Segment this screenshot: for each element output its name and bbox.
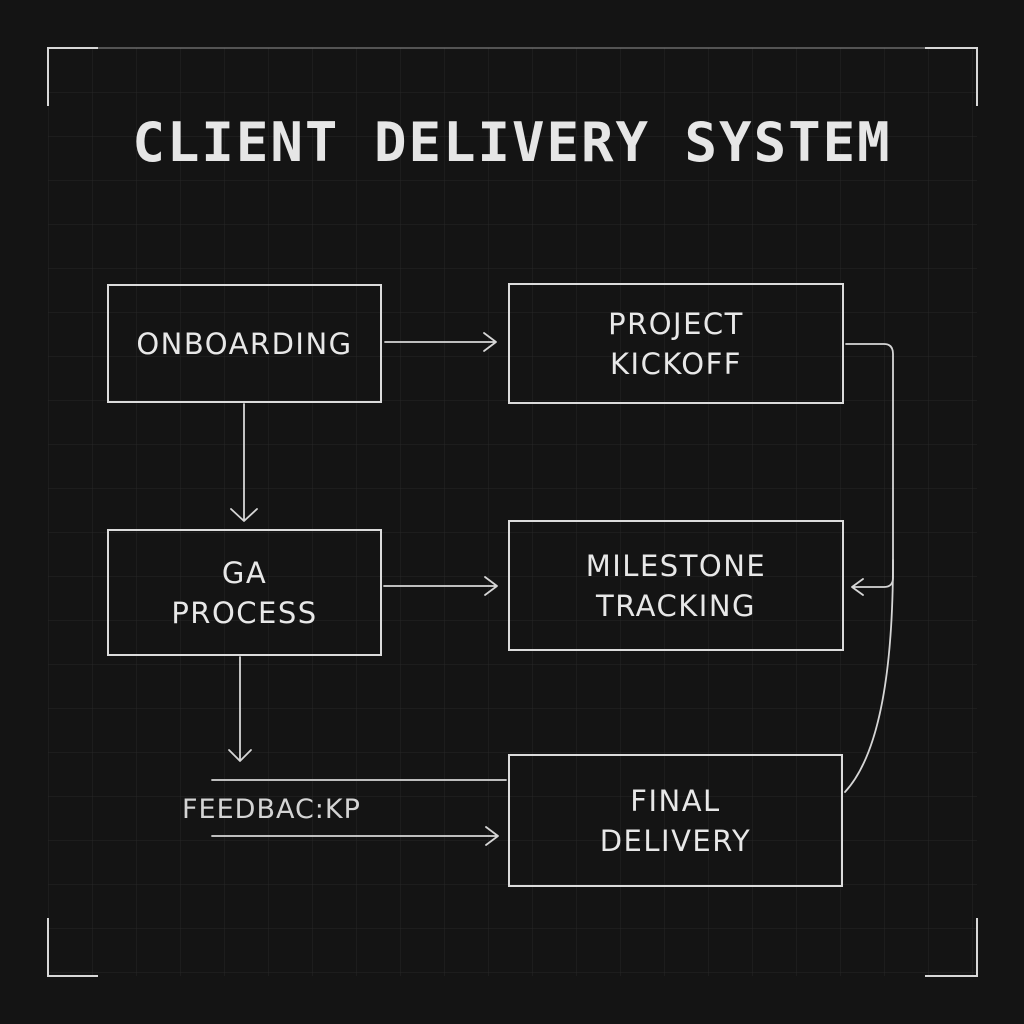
- node-milestone-label-line1: MILESTONE: [585, 548, 767, 583]
- node-milestone-label-line2: TRACKING: [595, 588, 756, 623]
- arrow-onboarding-to-qa: [230, 403, 258, 522]
- node-onboarding-label: ONBOARDING: [136, 326, 353, 361]
- corner-bottom-left: [47, 918, 98, 977]
- corner-top-left: [47, 47, 98, 106]
- node-onboarding: ONBOARDING: [107, 284, 382, 403]
- node-kickoff-label-line1: PROJECT: [608, 306, 744, 341]
- node-qa-label-line2: PROCESS: [171, 595, 318, 630]
- arrow-kickoff-to-milestone: [845, 343, 894, 596]
- node-final-delivery: FINAL DELIVERY: [508, 754, 843, 887]
- feedback-label: FEEDBAC:KP: [182, 794, 361, 825]
- grid-area: [48, 48, 977, 976]
- node-final-label-line1: FINAL: [630, 783, 721, 818]
- arrow-qa-to-feedback: [228, 656, 252, 762]
- arrow-qa-to-milestone: [383, 576, 498, 596]
- arrow-onboarding-to-kickoff: [384, 332, 497, 352]
- curve-final-to-loop: [844, 559, 894, 793]
- node-project-kickoff: PROJECT KICKOFF: [508, 283, 844, 404]
- node-kickoff-label-line2: KICKOFF: [610, 346, 742, 381]
- diagram-title: CLIENT DELIVERY SYSTEM: [132, 111, 892, 174]
- corner-top-right: [925, 47, 978, 106]
- corner-bottom-right: [925, 918, 978, 977]
- arrow-feedback-to-final: [211, 826, 499, 846]
- node-milestone-tracking: MILESTONE TRACKING: [508, 520, 844, 651]
- node-final-label-line2: DELIVERY: [599, 823, 752, 858]
- node-qa-label-line1: GA: [221, 555, 268, 590]
- node-qa-process: GA PROCESS: [107, 529, 382, 656]
